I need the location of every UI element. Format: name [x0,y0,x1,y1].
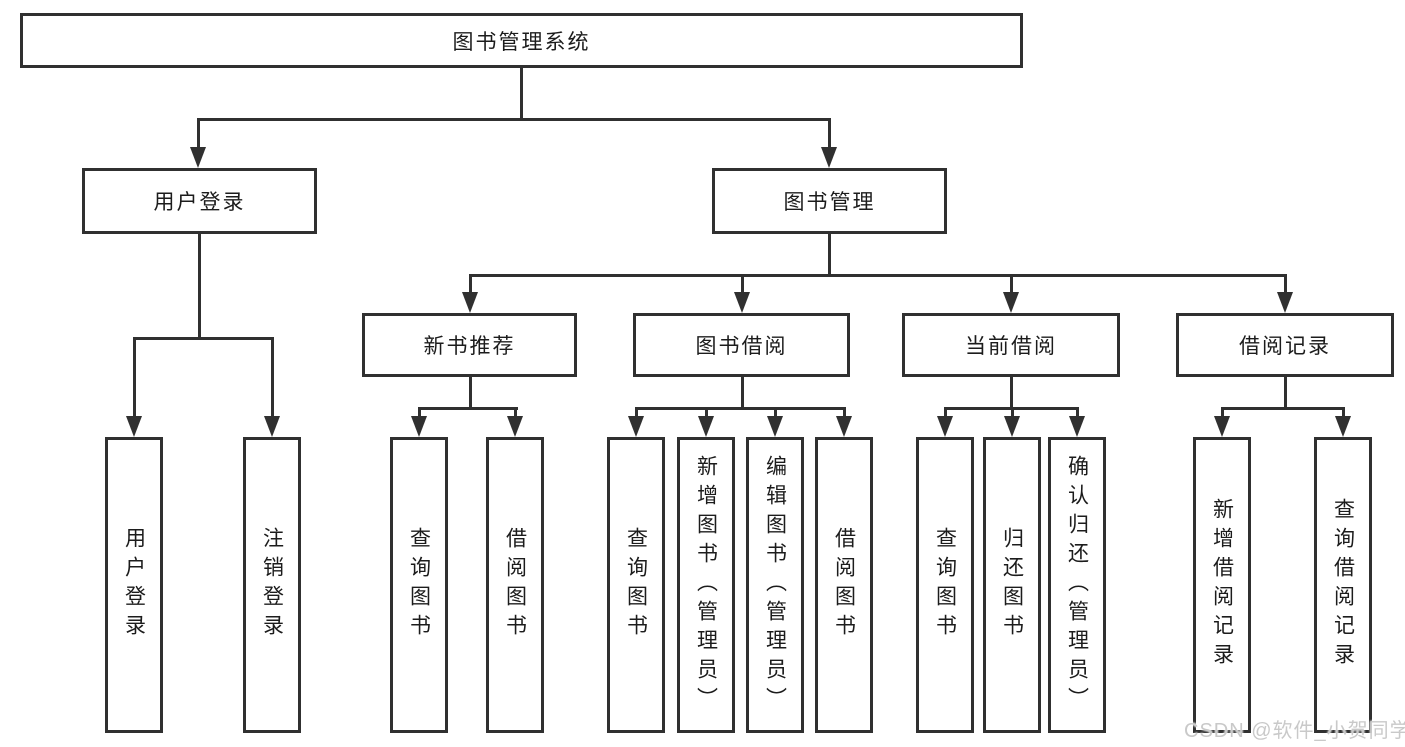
node-book-borrowing: 图书借阅 [633,313,850,377]
node-label: 新增图书（管理员） [694,454,718,716]
connector-line [469,377,472,410]
arrow-down-icon [411,416,427,437]
arrow-down-icon [1335,416,1351,437]
node-label: 用户登录 [122,527,146,643]
arrow-down-icon [628,416,644,437]
connector-line [705,410,708,420]
arrow-down-icon [698,416,714,437]
arrow-down-icon [126,416,142,437]
connector-line [418,407,518,410]
connector-line [1284,277,1287,294]
connector-line [774,410,777,420]
node-label: 确认归还（管理员） [1065,454,1089,716]
arrow-down-icon [462,292,478,313]
arrow-down-icon [937,416,953,437]
node-label: 图书借阅 [695,335,788,358]
csdn-watermark: CSDN @软件_小贺同学 [1184,720,1405,742]
connector-line [635,410,638,420]
leaf-edit-books-admin: 编辑图书（管理员） [746,437,804,733]
connector-line [828,121,831,149]
connector-line [828,234,831,277]
node-label: 查询图书 [624,527,648,643]
node-label: 借阅图书 [832,527,856,643]
node-label: 注销登录 [260,527,284,643]
node-new-book-recommendation: 新书推荐 [362,313,577,377]
connector-line [271,340,274,418]
node-label: 图书管理系统 [452,30,591,54]
leaf-return-books: 归还图书 [983,437,1041,733]
arrow-down-icon [1277,292,1293,313]
arrow-down-icon [190,147,206,168]
connector-line [197,121,200,149]
connector-line [741,377,744,410]
node-user-login: 用户登录 [82,168,317,234]
leaf-logout-login: 注销登录 [243,437,301,733]
connector-line [1010,377,1013,410]
node-book-management: 图书管理 [712,168,947,234]
node-label: 查询图书 [933,527,957,643]
node-current-borrowing: 当前借阅 [902,313,1120,377]
connector-line [469,274,1287,277]
leaf-confirm-return-admin: 确认归还（管理员） [1048,437,1106,733]
leaf-query-borrow-record: 查询借阅记录 [1314,437,1372,733]
connector-line [418,410,421,420]
leaf-add-borrow-record: 新增借阅记录 [1193,437,1251,733]
leaf-borrow-books-recommend: 借阅图书 [486,437,544,733]
node-label: 图书管理 [783,191,876,214]
arrow-down-icon [836,416,852,437]
connector-line [944,407,1079,410]
node-label: 当前借阅 [965,335,1057,358]
node-borrowing-records: 借阅记录 [1176,313,1394,377]
connector-line [1221,407,1345,410]
connector-line [133,340,136,418]
connector-line [133,337,274,340]
connector-line [197,118,831,121]
leaf-query-books-recommend: 查询图书 [390,437,448,733]
connector-line [1010,277,1013,294]
arrow-down-icon [821,147,837,168]
leaf-user-login: 用户登录 [105,437,163,733]
connector-line [469,277,472,294]
node-label: 借阅记录 [1239,335,1331,358]
connector-line [1076,410,1079,420]
node-label: 用户登录 [153,191,246,214]
node-library-management-system: 图书管理系统 [20,13,1023,68]
leaf-query-books-current: 查询图书 [916,437,974,733]
node-label: 编辑图书（管理员） [763,454,787,716]
leaf-add-books-admin: 新增图书（管理员） [677,437,735,733]
connector-line [1342,410,1345,420]
leaf-borrow-books-borrowing: 借阅图书 [815,437,873,733]
arrow-down-icon [1214,416,1230,437]
connector-line [741,277,744,294]
node-label: 借阅图书 [503,527,527,643]
connector-line [843,410,846,420]
arrow-down-icon [507,416,523,437]
connector-line [1284,377,1287,410]
arrow-down-icon [264,416,280,437]
node-label: 查询借阅记录 [1331,498,1355,672]
connector-line [198,234,201,337]
node-label: 新增借阅记录 [1210,498,1234,672]
connector-line [1221,410,1224,420]
leaf-query-books-borrowing: 查询图书 [607,437,665,733]
connector-line [514,410,517,420]
arrow-down-icon [1003,292,1019,313]
connector-line [635,407,846,410]
arrow-down-icon [734,292,750,313]
node-label: 查询图书 [407,527,431,643]
node-label: 归还图书 [1000,527,1024,643]
arrow-down-icon [767,416,783,437]
node-label: 新书推荐 [423,335,516,358]
connector-line [944,410,947,420]
connector-line [520,68,523,121]
arrow-down-icon [1004,416,1020,437]
connector-line [1011,410,1014,420]
arrow-down-icon [1069,416,1085,437]
